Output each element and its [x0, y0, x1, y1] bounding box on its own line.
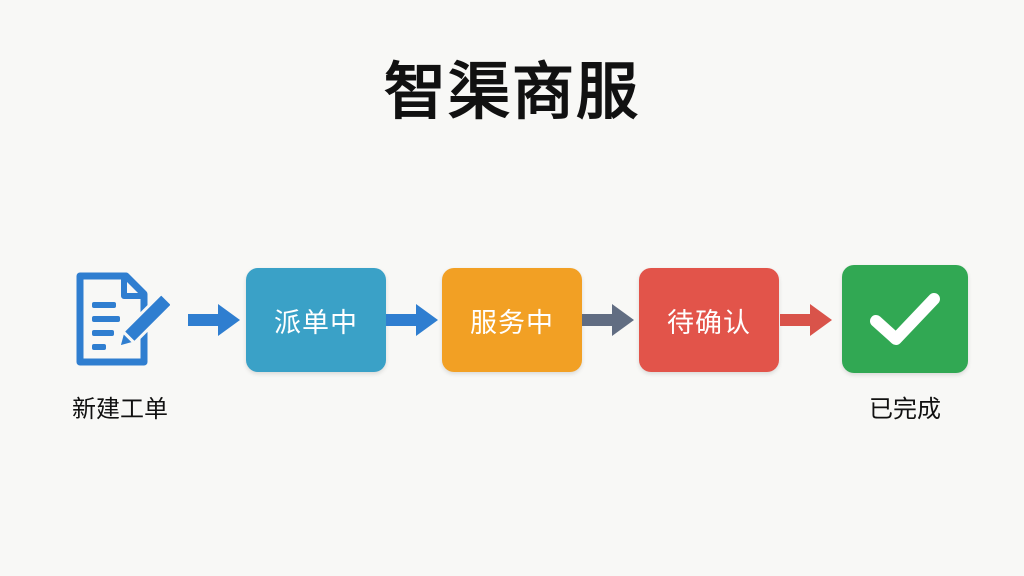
step-label: 待确认 [667, 307, 751, 339]
arrow-right-icon [386, 304, 438, 336]
step-in-service: 服务中 [442, 268, 582, 372]
check-icon [870, 293, 940, 345]
step-dispatching: 派单中 [246, 268, 386, 372]
page-title: 智渠商服 [383, 55, 640, 128]
completed-box [842, 265, 968, 373]
end-label: 已完成 [869, 395, 941, 423]
arrow-right-icon [780, 304, 832, 336]
step-pending-confirmation: 待确认 [639, 268, 779, 372]
step-label: 服务中 [470, 307, 554, 339]
arrow-right-icon [188, 304, 240, 336]
document-edit-icon [76, 272, 170, 366]
step-label: 派单中 [274, 307, 358, 339]
arrow-right-icon [582, 304, 634, 336]
start-label: 新建工单 [72, 395, 168, 423]
